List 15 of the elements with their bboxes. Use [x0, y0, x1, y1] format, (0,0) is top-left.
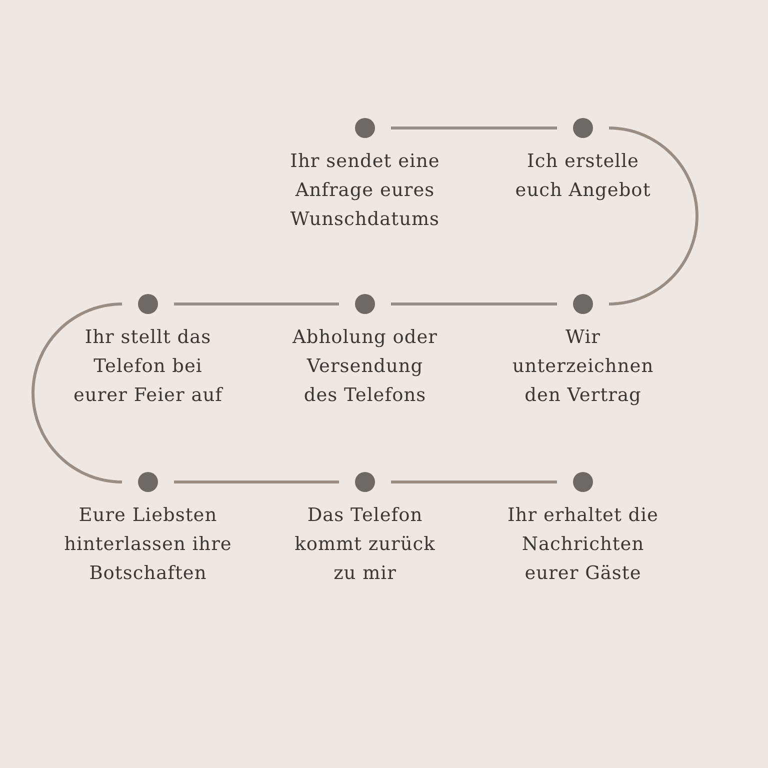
step-label: Abholung oder Versendung des Telefons	[292, 326, 438, 408]
step-label: Das Telefon kommt zurück zu mir	[294, 504, 436, 586]
connector-line	[391, 480, 557, 484]
connector-line	[174, 302, 339, 306]
step-label: Ihr erhaltet die Nachrichten eurer Gäste	[508, 504, 658, 586]
step-label: Ich erstelle euch Angebot	[515, 150, 651, 203]
step-label: Ihr stellt das Telefon bei eurer Feier auf	[73, 326, 223, 408]
connector-line	[391, 302, 557, 306]
curved-connector	[608, 126, 698, 306]
connector-line	[391, 126, 557, 130]
curved-connector	[32, 302, 122, 484]
step-label: Wir unterzeichnen den Vertrag	[512, 326, 654, 408]
step-label: Eure Liebsten hinterlassen ihre Botschaften	[64, 504, 232, 586]
connector-line	[174, 480, 339, 484]
step-label: Ihr sendet eine Anfrage eures Wunschdatums	[290, 150, 440, 232]
